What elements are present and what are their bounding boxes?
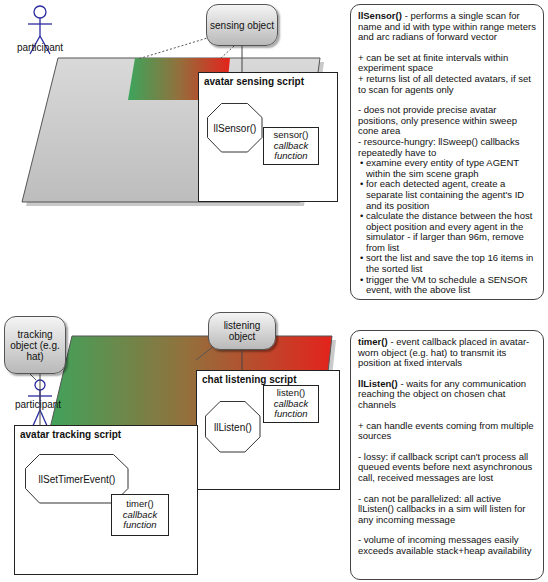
note-text: - can not be parallelized: all active ll… [358, 493, 525, 525]
script-title: avatar tracking script [20, 429, 121, 440]
note-paragraph: + can handle events coming from multiple… [358, 421, 537, 442]
note-paragraph: - resource-hungry: llSweep() callbacks r… [358, 137, 537, 158]
leader-line [138, 36, 214, 59]
note-text: • sort the list and save the top 16 item… [360, 252, 533, 274]
callback-box: sensor()callback function [263, 127, 319, 165]
octagon-shape [208, 104, 263, 153]
leader-line [196, 346, 214, 360]
note-paragraph: • calculate the distance between the hos… [358, 211, 537, 253]
note-paragraph: • sort the list and save the top 16 item… [358, 253, 537, 274]
note-keyword: llSensor() [358, 10, 402, 21]
object-callout: sensing object [206, 4, 278, 46]
note-text: + returns list of all detected avatars, … [358, 73, 531, 95]
script-title: avatar sensing script [204, 76, 304, 87]
note-text: - volume of incoming messages easily exc… [358, 534, 531, 556]
callback-note: callback function [264, 141, 318, 162]
note-paragraph: llListen()- waits for any communication … [358, 379, 537, 411]
note-text: • calculate the distance between the hos… [360, 210, 532, 253]
function-name: llListen() [214, 422, 252, 433]
note-paragraph: • for each detected agent, create a sepa… [358, 179, 537, 211]
note-paragraph: • examine every entity of type AGENT wit… [358, 158, 537, 179]
note-paragraph: timer()- event callback placed in avatar… [358, 337, 537, 369]
figure-label: participant [17, 42, 63, 53]
object-label: tracking object (e.g. hat) [7, 329, 63, 362]
function-octagon: llListen() [205, 401, 261, 453]
note-keyword: llListen() [358, 378, 398, 389]
callback-name: timer() [126, 499, 153, 510]
figure-label: participant [15, 399, 61, 410]
note-text: • examine every entity of type AGENT wit… [360, 157, 519, 179]
note-paragraph: + can be set at finite intervals within … [358, 53, 537, 74]
note-text: + can handle events coming from multiple… [358, 420, 534, 442]
object-callout: listening object [208, 312, 276, 350]
script-box: avatar tracking script llSetTimerEvent() t… [14, 425, 198, 575]
callback-name: listen() [277, 388, 306, 399]
note-paragraph: - volume of incoming messages easily exc… [358, 535, 537, 556]
octagon-shape [206, 402, 261, 453]
note-box: timer()- event callback placed in avatar… [350, 330, 544, 580]
note-text: • trigger the VM to schedule a SENSOR ev… [360, 274, 528, 296]
leader-line [30, 374, 36, 380]
note-paragraph: llSensor()- performs a single scan for n… [358, 11, 537, 43]
note-paragraph: - can not be parallelized: all active ll… [358, 494, 537, 526]
note-text: + can be set at finite intervals within … [358, 52, 508, 74]
callback-note: callback function [264, 399, 318, 420]
function-name: llSetTimerEvent() [39, 474, 116, 485]
connector-line [242, 46, 243, 72]
object-callout: tracking object (e.g. hat) [4, 316, 66, 374]
callback-note: callback function [112, 510, 168, 531]
note-paragraph: • trigger the VM to schedule a SENSOR ev… [358, 275, 537, 296]
function-name: llSensor() [214, 123, 257, 134]
note-text: - lossy: if callback script can't proces… [358, 451, 532, 483]
note-paragraph: - lossy: if callback script can't proces… [358, 452, 537, 484]
script-box: avatar sensing script llSensor() sensor()c… [198, 72, 338, 202]
note-text: - resource-hungry: llSweep() callbacks r… [358, 136, 520, 158]
callback-box: listen()callback function [263, 385, 319, 423]
callback-box: timer()callback function [111, 494, 169, 536]
object-label: sensing object [210, 20, 274, 31]
note-box: llSensor()- performs a single scan for n… [350, 4, 544, 300]
function-octagon: llSensor() [207, 103, 263, 153]
leader-line [220, 46, 234, 59]
note-paragraph: + returns list of all detected avatars, … [358, 74, 537, 95]
script-box: chat listening script llListen() listen()c… [196, 370, 340, 490]
note-paragraph: - does not provide precise avatar positi… [358, 105, 537, 137]
callback-name: sensor() [274, 130, 309, 141]
object-label: listening object [211, 320, 273, 342]
note-text: - does not provide precise avatar positi… [358, 104, 517, 136]
connector-line [242, 350, 243, 370]
script-title: chat listening script [202, 374, 296, 385]
note-keyword: timer() [358, 336, 388, 347]
note-text: • for each detected agent, create a sepa… [360, 178, 524, 210]
